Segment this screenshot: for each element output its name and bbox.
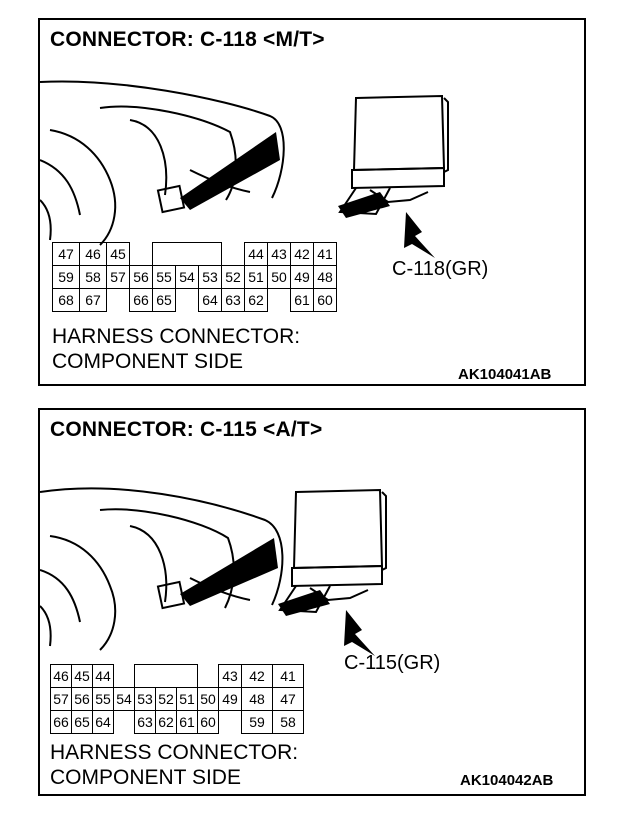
connector-key <box>134 664 198 688</box>
terminal-66: 66 <box>129 288 153 312</box>
terminal-51: 51 <box>176 687 198 711</box>
harness-side-line2: COMPONENT SIDE <box>50 766 241 789</box>
terminal-53: 53 <box>134 687 156 711</box>
terminal-gap <box>130 243 153 266</box>
terminal-63: 63 <box>221 288 245 312</box>
terminal-47: 47 <box>52 242 80 266</box>
terminal-46: 46 <box>50 664 72 688</box>
terminal-row: 59 58 57 56 55 54 53 52 51 50 49 48 <box>52 265 337 289</box>
terminal-60: 60 <box>313 288 337 312</box>
connector-panel-c115: CONNECTOR: C-115 <A/T> 46 45 44 <box>38 408 586 796</box>
terminal-44: 44 <box>92 664 114 688</box>
harness-side-line2: COMPONENT SIDE <box>52 350 243 373</box>
connector-panel-c118: CONNECTOR: C-118 <M/T> 47 46 45 <box>38 18 586 386</box>
terminal-grid-c118: 47 46 45 44 43 42 41 59 58 57 56 55 54 5… <box>52 242 337 312</box>
terminal-49: 49 <box>218 687 242 711</box>
terminal-61: 61 <box>290 288 314 312</box>
terminal-gap <box>219 711 242 734</box>
terminal-46: 46 <box>79 242 107 266</box>
figure-code: AK104042AB <box>460 772 554 789</box>
terminal-56: 56 <box>71 687 93 711</box>
terminal-row: 47 46 45 44 43 42 41 <box>52 242 337 266</box>
terminal-49: 49 <box>290 265 314 289</box>
figure-code: AK104041AB <box>458 366 552 383</box>
terminal-60: 60 <box>197 710 219 734</box>
terminal-gap <box>114 665 135 688</box>
terminal-53: 53 <box>198 265 222 289</box>
terminal-58: 58 <box>79 265 107 289</box>
terminal-48: 48 <box>313 265 337 289</box>
terminal-row: 66 65 64 63 62 61 60 59 58 <box>50 710 304 734</box>
terminal-64: 64 <box>92 710 114 734</box>
terminal-65: 65 <box>71 710 93 734</box>
terminal-55: 55 <box>92 687 114 711</box>
terminal-45: 45 <box>71 664 93 688</box>
terminal-50: 50 <box>267 265 291 289</box>
terminal-44: 44 <box>244 242 268 266</box>
terminal-42: 42 <box>241 664 273 688</box>
terminal-51: 51 <box>244 265 268 289</box>
terminal-gap <box>198 665 219 688</box>
terminal-54: 54 <box>175 265 199 289</box>
terminal-67: 67 <box>79 288 107 312</box>
terminal-43: 43 <box>218 664 242 688</box>
panel-title: CONNECTOR: C-118 <M/T> <box>50 28 325 51</box>
terminal-42: 42 <box>290 242 314 266</box>
terminal-54: 54 <box>113 687 135 711</box>
terminal-52: 52 <box>221 265 245 289</box>
terminal-row: 46 45 44 43 42 41 <box>50 664 304 688</box>
terminal-56: 56 <box>129 265 153 289</box>
panel-title: CONNECTOR: C-115 <A/T> <box>50 418 323 441</box>
terminal-gap <box>107 289 130 312</box>
harness-side-line1: HARNESS CONNECTOR: <box>50 741 299 764</box>
terminal-41: 41 <box>313 242 337 266</box>
connector-label: C-115(GR) <box>344 652 441 674</box>
terminal-47: 47 <box>272 687 304 711</box>
terminal-55: 55 <box>152 265 176 289</box>
terminal-gap <box>222 243 245 266</box>
terminal-gap <box>268 289 291 312</box>
terminal-45: 45 <box>106 242 130 266</box>
terminal-row: 57 56 55 54 53 52 51 50 49 48 47 <box>50 687 304 711</box>
dashboard-illustration <box>40 487 387 656</box>
terminal-50: 50 <box>197 687 219 711</box>
terminal-65: 65 <box>152 288 176 312</box>
terminal-64: 64 <box>198 288 222 312</box>
terminal-48: 48 <box>241 687 273 711</box>
terminal-57: 57 <box>50 687 72 711</box>
terminal-58: 58 <box>272 710 304 734</box>
terminal-57: 57 <box>106 265 130 289</box>
terminal-43: 43 <box>267 242 291 266</box>
terminal-66: 66 <box>50 710 72 734</box>
terminal-68: 68 <box>52 288 80 312</box>
terminal-59: 59 <box>241 710 273 734</box>
terminal-grid-c115: 46 45 44 43 42 41 57 56 55 54 53 52 51 5… <box>50 664 304 734</box>
harness-side-line1: HARNESS CONNECTOR: <box>52 325 301 348</box>
terminal-61: 61 <box>176 710 198 734</box>
terminal-52: 52 <box>155 687 177 711</box>
terminal-62: 62 <box>155 710 177 734</box>
terminal-59: 59 <box>52 265 80 289</box>
terminal-row: 68 67 66 65 64 63 62 61 60 <box>52 288 337 312</box>
terminal-62: 62 <box>244 288 268 312</box>
terminal-41: 41 <box>272 664 304 688</box>
connector-label: C-118(GR) <box>392 258 489 280</box>
terminal-gap <box>176 289 199 312</box>
terminal-63: 63 <box>134 710 156 734</box>
connector-key <box>152 242 222 266</box>
terminal-gap <box>114 711 135 734</box>
dashboard-illustration <box>40 80 449 258</box>
